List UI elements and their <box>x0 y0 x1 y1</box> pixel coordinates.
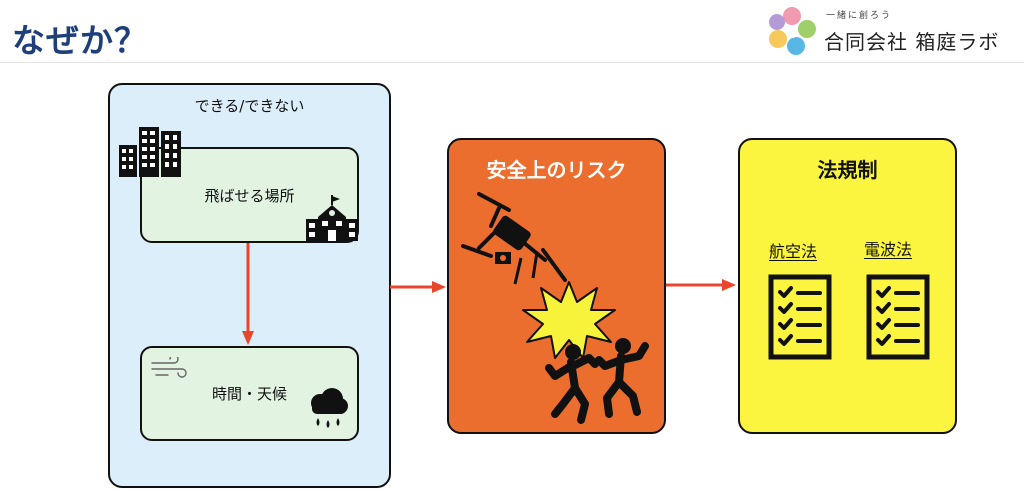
place-card: 飛ばせる場所 <box>140 147 359 243</box>
explosion-icon <box>522 281 616 359</box>
flower-logo-icon <box>769 7 816 55</box>
school-icon <box>306 195 358 241</box>
safety-risk-box: 安全上のリスク <box>447 138 666 434</box>
safety-title: 安全上のリスク <box>486 158 627 182</box>
regulations-box: 法規制 航空法 電波法 <box>738 138 957 434</box>
wind-icon <box>151 357 187 378</box>
checklist-icon <box>768 274 832 360</box>
law-radio-act: 電波法 <box>864 240 913 259</box>
conditions-box: できる/できない 飛ばせる場所 <box>108 83 391 488</box>
slide-title: なぜか？ <box>12 21 148 60</box>
flow-arrow-to-safety <box>390 281 446 293</box>
time-weather-label: 時間・天候 <box>211 385 287 403</box>
conditions-title: できる/できない <box>194 97 305 115</box>
crashing-drone-icon <box>461 192 567 285</box>
rain-cloud-icon <box>311 388 348 428</box>
regulations-title: 法規制 <box>817 158 878 182</box>
place-label: 飛ばせる場所 <box>204 187 295 205</box>
logo-tagline: 一緒に創ろう <box>826 11 893 21</box>
fleeing-people-icon <box>545 338 649 424</box>
header-divider <box>0 62 1024 63</box>
checklist-icon <box>866 274 930 360</box>
buildings-icon <box>119 127 181 177</box>
flow-arrow-down <box>242 243 254 345</box>
logo-company-name: 合同会社 箱庭ラボ <box>824 30 1000 54</box>
law-aviation-act: 航空法 <box>769 242 818 261</box>
company-logo: 一緒に創ろう 合同会社 箱庭ラボ <box>766 5 1016 57</box>
flow-arrow-to-laws <box>666 279 736 291</box>
